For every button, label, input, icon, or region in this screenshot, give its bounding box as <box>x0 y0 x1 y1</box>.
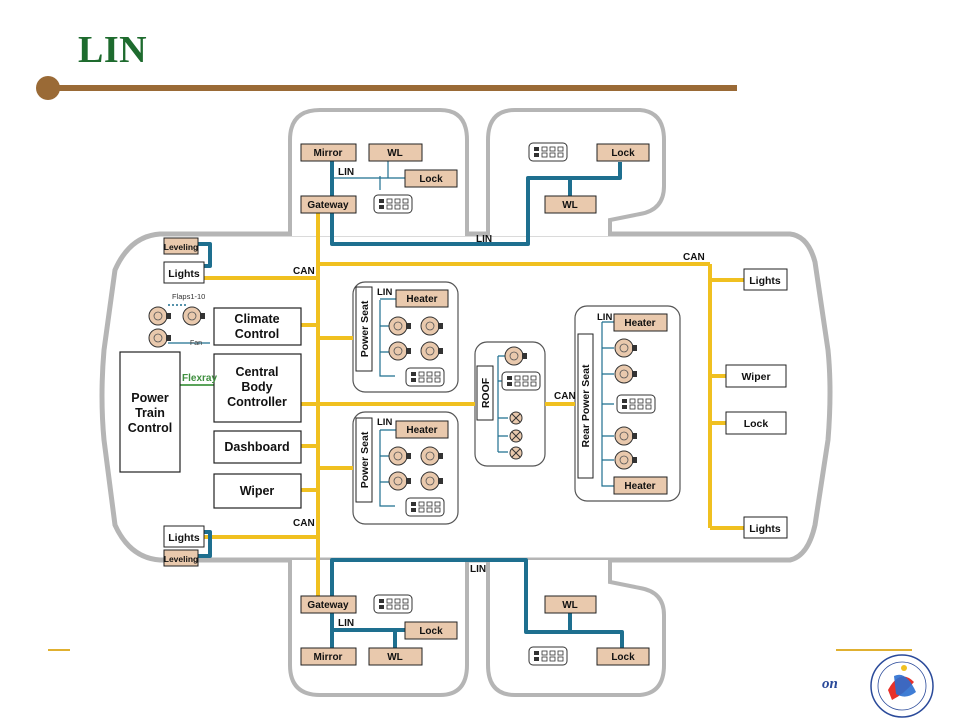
svg-text:LIN: LIN <box>338 618 354 629</box>
svg-text:Gateway: Gateway <box>307 600 349 611</box>
svg-text:Lock: Lock <box>611 148 635 159</box>
school-logo <box>870 654 934 718</box>
footer-text: on <box>822 676 838 692</box>
svg-text:Lock: Lock <box>419 626 443 637</box>
svg-text:ROOF: ROOF <box>480 377 492 408</box>
svg-text:WL: WL <box>387 652 403 663</box>
leveling-front: Leveling <box>163 237 199 255</box>
lin-label-top: LIN <box>476 234 492 245</box>
bus-labels: LIN CAN CAN Flexray CAN CAN LIN <box>182 234 705 575</box>
svg-text:LIN: LIN <box>597 312 612 323</box>
can-label-rear-left: CAN <box>293 518 315 529</box>
svg-text:Mirror: Mirror <box>314 652 343 663</box>
svg-text:Lights: Lights <box>749 275 781 287</box>
svg-text:Lock: Lock <box>611 652 635 663</box>
flexray-label: Flexray <box>182 373 217 384</box>
lights-rear-right: Lights <box>743 516 788 539</box>
front-right-door-modules: Lock WL <box>528 142 650 214</box>
svg-text:Heater: Heater <box>406 294 437 305</box>
svg-text:LIN: LIN <box>338 167 354 178</box>
wiper-front-box: Wiper <box>213 473 302 509</box>
cbc-label-3: Controller <box>227 395 287 409</box>
svg-text:Lock: Lock <box>744 418 769 430</box>
leveling-rear: Leveling <box>163 549 199 567</box>
climate-control-box: Climate Control <box>213 307 302 346</box>
climate-actuators: Flaps1-10 Fan <box>148 292 210 348</box>
roof-module: ROOF <box>476 346 541 460</box>
can-bus-lines <box>204 212 744 598</box>
lin-label-bottom: LIN <box>470 564 486 575</box>
svg-text:Lock: Lock <box>419 174 443 185</box>
svg-text:Heater: Heater <box>624 318 655 329</box>
power-train-label-3: Control <box>128 421 172 435</box>
svg-text:WL: WL <box>562 200 578 211</box>
dashboard-label: Dashboard <box>224 440 289 454</box>
rear-power-seat: Rear Power Seat Heater LIN Heater <box>577 312 668 495</box>
wiper-front-label: Wiper <box>240 484 275 498</box>
can-label-front-left: CAN <box>293 266 315 277</box>
svg-text:Lights: Lights <box>749 523 781 535</box>
lock-rear-box: Lock <box>725 411 787 435</box>
wiper-rear-box: Wiper <box>725 364 787 388</box>
power-train-label-2: Train <box>135 406 165 420</box>
can-label-front-right: CAN <box>683 252 705 263</box>
can-label-roof: CAN <box>554 391 576 402</box>
power-train-label-1: Power <box>131 391 169 405</box>
lights-front-right: Lights <box>743 268 788 291</box>
lin-bus-lines <box>198 160 624 650</box>
flaps-label: Flaps1-10 <box>172 292 205 301</box>
svg-text:WL: WL <box>562 600 578 611</box>
dashboard-box: Dashboard <box>213 430 302 464</box>
svg-text:Leveling: Leveling <box>164 242 198 252</box>
svg-text:Heater: Heater <box>406 425 437 436</box>
title-rule <box>36 76 737 100</box>
svg-text:Power Seat: Power Seat <box>359 300 371 357</box>
svg-text:LIN: LIN <box>377 417 392 428</box>
rear-right-door-modules: WL Lock <box>528 595 650 666</box>
svg-text:Mirror: Mirror <box>314 148 343 159</box>
cbc-label-2: Body <box>241 380 272 394</box>
svg-text:Rear Power Seat: Rear Power Seat <box>580 364 592 447</box>
fan-label: Fan <box>190 340 202 347</box>
svg-text:Heater: Heater <box>624 481 655 492</box>
svg-text:Wiper: Wiper <box>741 371 770 383</box>
climate-label-1: Climate <box>234 312 279 326</box>
svg-text:Lights: Lights <box>168 532 200 544</box>
power-seat-front: Power Seat Heater LIN <box>355 286 449 387</box>
central-body-controller-box: Central Body Controller <box>213 353 302 423</box>
power-train-control-box: Power Train Control <box>119 351 181 473</box>
cbc-label-1: Central <box>235 365 278 379</box>
svg-text:Lights: Lights <box>168 268 200 280</box>
lights-rear-left: Lights <box>163 525 205 548</box>
car-body-outline <box>99 231 833 563</box>
svg-text:Leveling: Leveling <box>164 554 198 564</box>
lin-branch-lines <box>332 160 614 507</box>
climate-label-2: Control <box>235 327 279 341</box>
svg-text:Gateway: Gateway <box>307 200 349 211</box>
rear-left-door-modules: Gateway Lock Mirror WL LIN <box>300 594 458 666</box>
svg-text:Power Seat: Power Seat <box>359 431 371 488</box>
lights-front-left: Lights <box>163 261 205 284</box>
svg-text:LIN: LIN <box>377 287 392 298</box>
front-left-door-modules: Mirror WL Lock Gateway LIN <box>300 143 458 214</box>
power-seat-rear-left: Power Seat Heater LIN <box>355 417 449 517</box>
svg-text:WL: WL <box>387 148 403 159</box>
slide-title: LIN <box>78 29 148 71</box>
